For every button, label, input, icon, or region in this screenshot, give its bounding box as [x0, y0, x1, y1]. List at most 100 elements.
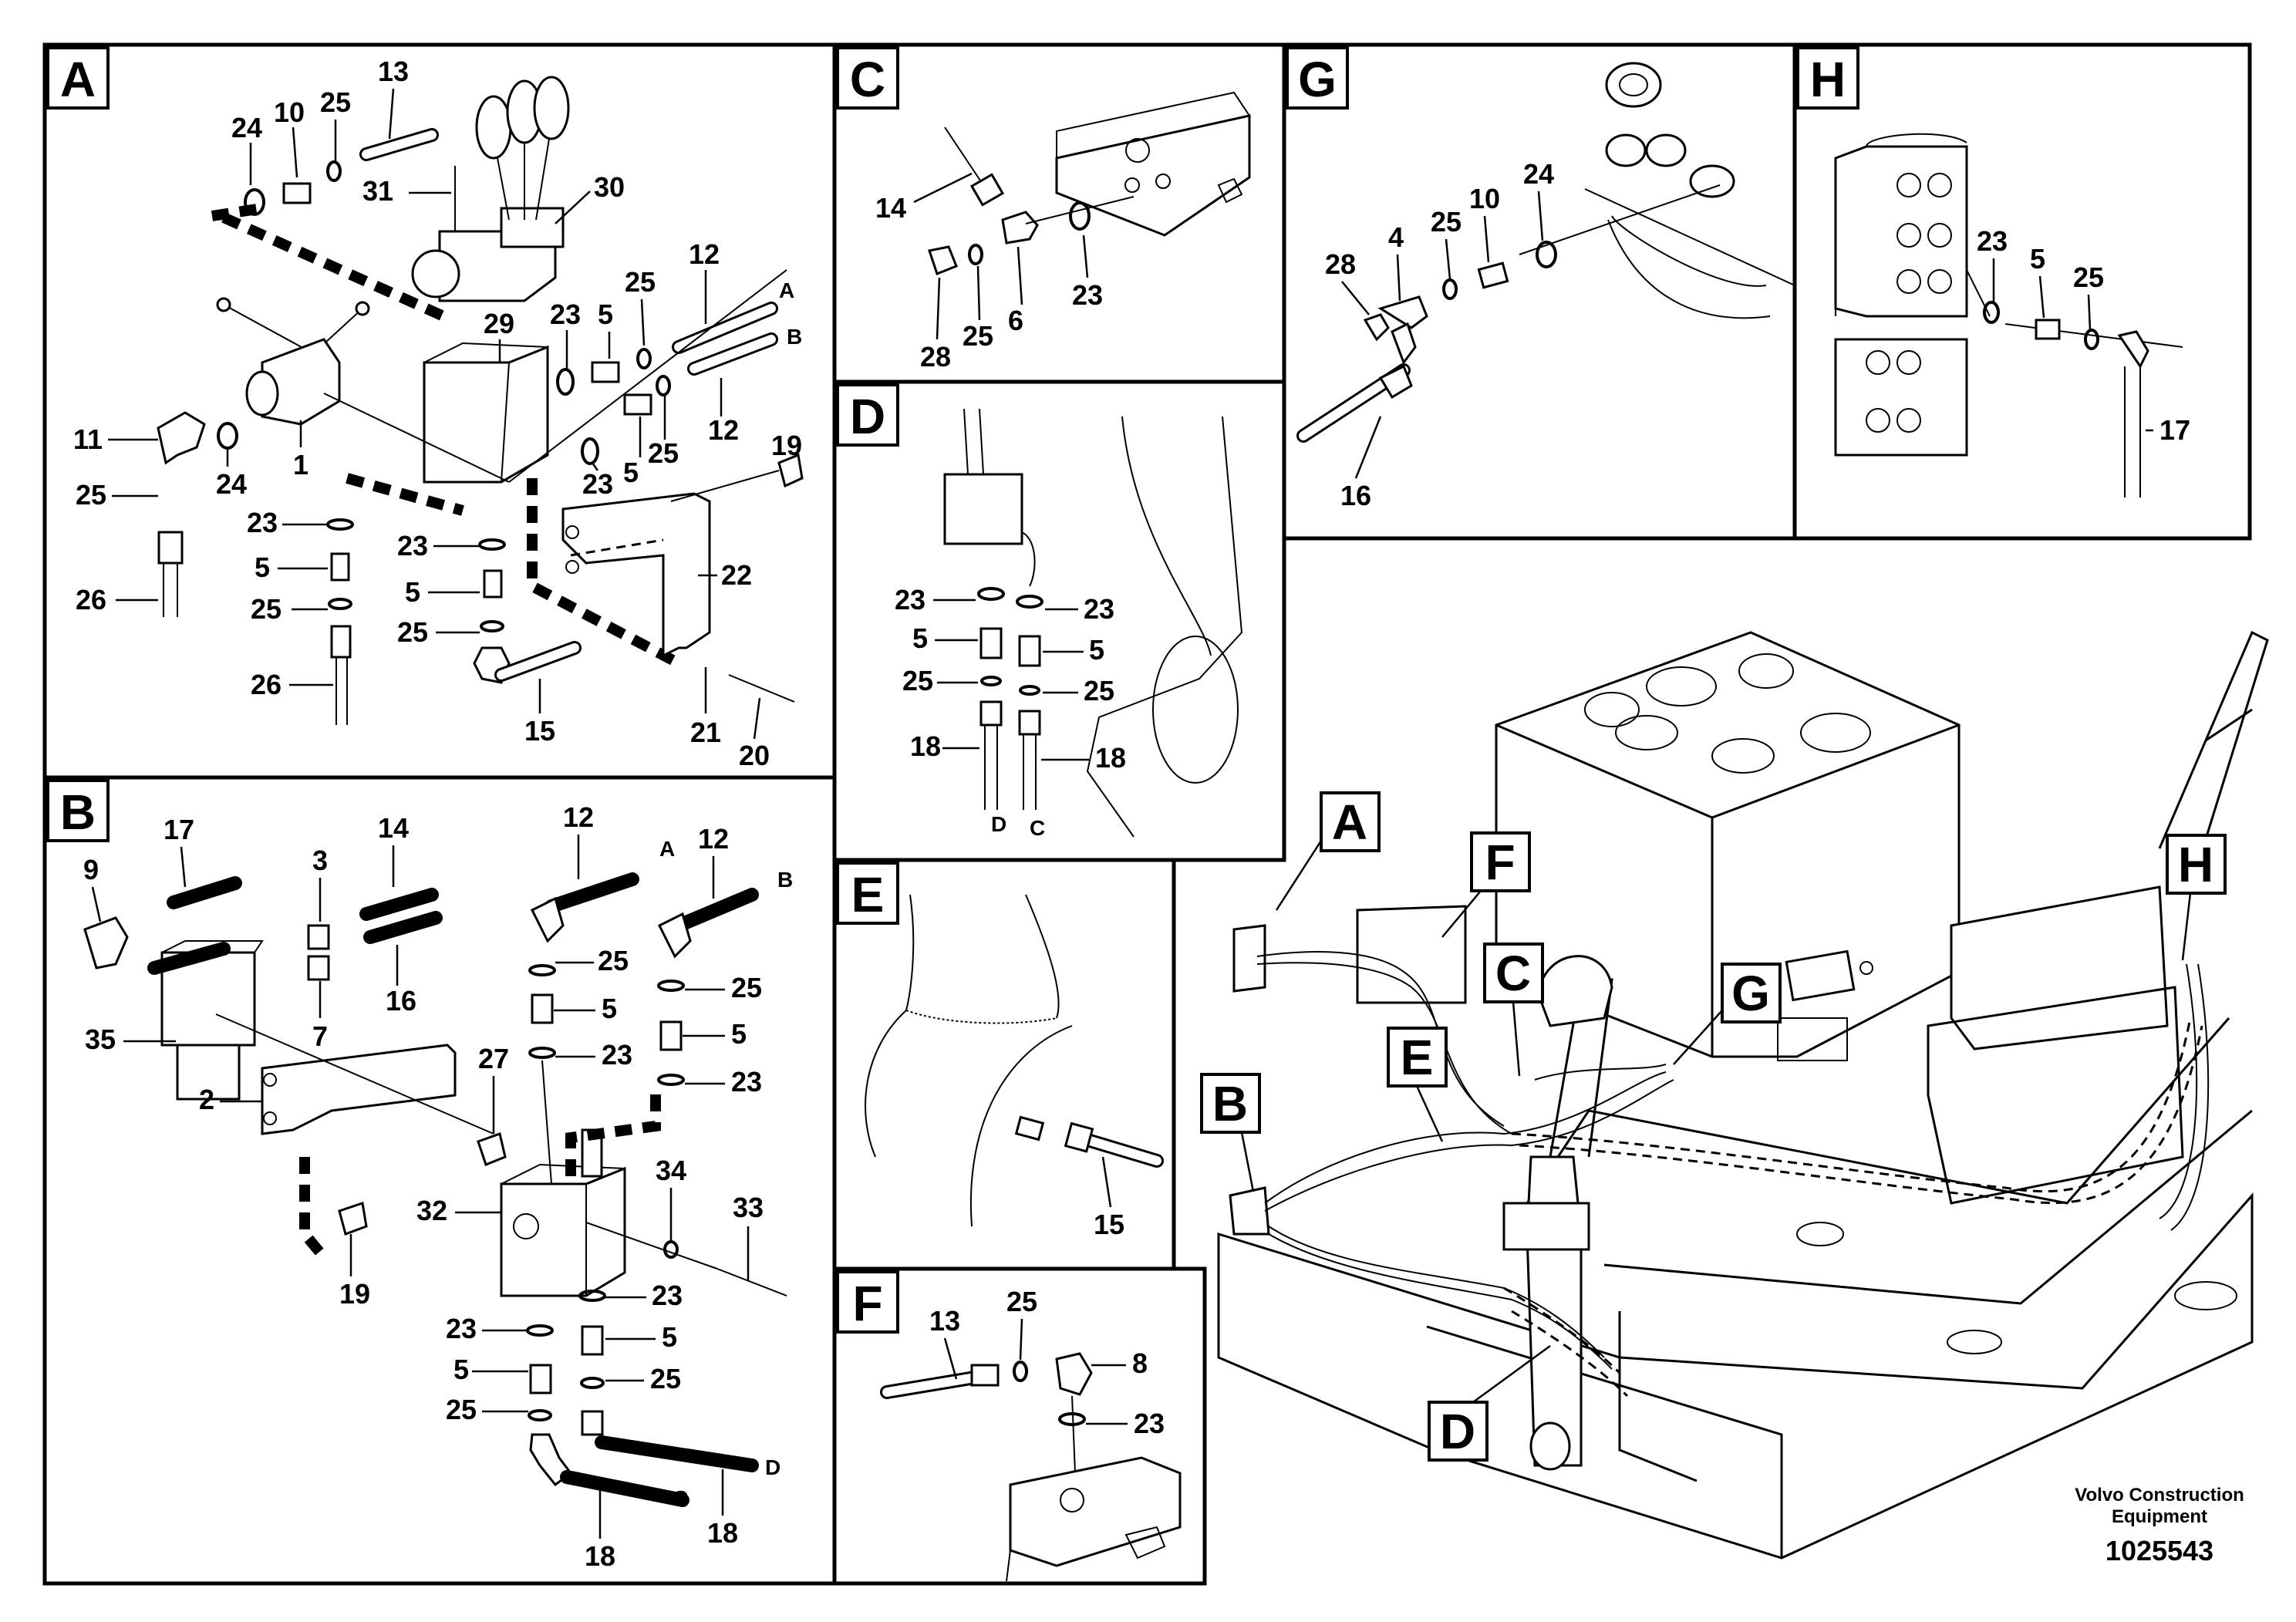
callout-number: 4 [1388, 221, 1404, 253]
callout-number: 25 [598, 945, 629, 976]
callout-number: 10 [274, 96, 305, 128]
callout-number: 25 [1431, 206, 1462, 238]
callout-number: 25 [2073, 261, 2104, 293]
view-tag-letter: B [60, 784, 96, 840]
panel-tag-a: A [46, 46, 110, 110]
callout-number: 15 [1094, 1209, 1124, 1240]
panel-d-callouts: 23 23 5 5 25 25 18 18 D C [895, 584, 1126, 840]
callout-number: 12 [708, 414, 739, 446]
callout-number: 27 [478, 1043, 509, 1074]
callout-number: 1 [293, 449, 308, 481]
callout-number: 25 [76, 479, 106, 511]
panel-c-callouts: 14 23 28 25 6 [875, 172, 1103, 373]
callout-number: 25 [251, 593, 282, 625]
callout-number: 5 [2030, 243, 2045, 275]
callout-number: 5 [602, 993, 617, 1024]
callout-number: 13 [378, 56, 409, 87]
view-tag-letter: H [1810, 52, 1846, 107]
callout-number: 23 [397, 530, 428, 561]
callout-number: 23 [895, 584, 925, 615]
panel-a-drawing [157, 76, 804, 725]
callout-number: 35 [85, 1023, 116, 1055]
callout-number: 32 [416, 1195, 447, 1226]
callout-number: 14 [378, 812, 409, 844]
panel-tag-c: C [836, 46, 899, 110]
panel-f-frame [832, 1266, 1207, 1586]
callout-number: 23 [582, 468, 613, 500]
view-tag-letter: F [852, 1276, 882, 1331]
drawing-number: 1025543 [2106, 1535, 2213, 1566]
callout-number: 5 [623, 457, 639, 488]
view-tag-letter: G [1298, 52, 1337, 107]
callout-number: 6 [1008, 305, 1023, 336]
view-tag-letter: E [851, 867, 885, 922]
view-tag-letter: D [1440, 1404, 1475, 1459]
callout-number: 13 [929, 1305, 960, 1337]
panel-g-drawing [1296, 62, 1795, 443]
callout-number: 2 [199, 1084, 214, 1115]
view-tag-letter: G [1731, 966, 1770, 1021]
callout-number: 33 [733, 1192, 764, 1223]
callout-number: 5 [662, 1321, 677, 1353]
panel-d-drawing [943, 408, 1243, 838]
callout-number: 25 [650, 1363, 681, 1394]
callout-number: 5 [912, 622, 928, 654]
callout-number: 25 [1006, 1286, 1037, 1317]
callout-number: D [765, 1455, 781, 1479]
callout-number: 24 [1523, 158, 1554, 190]
callout-number: A [659, 837, 675, 861]
callout-number: C [673, 1486, 688, 1510]
panel-b-callouts: 9 17 3 14 12 A 12 B 25 25 5 5 23 23 35 7… [83, 801, 793, 1572]
panel-h-drawing [1834, 133, 2183, 497]
callout-number: 18 [707, 1517, 738, 1549]
footer-company-line2: Equipment [2112, 1506, 2207, 1527]
callout-number: 17 [2159, 414, 2190, 446]
callout-number: 23 [446, 1313, 477, 1344]
panel-tag-f: F [836, 1270, 899, 1334]
callout-number: 5 [405, 576, 420, 608]
callout-number: 24 [216, 468, 247, 500]
panel-tag-b: B [46, 779, 110, 842]
callout-number: 5 [453, 1354, 469, 1385]
callout-number: 23 [652, 1280, 683, 1311]
callout-number: 5 [731, 1018, 747, 1050]
callout-number: 12 [563, 801, 594, 833]
callout-number: 23 [731, 1066, 762, 1098]
overview-tags: A F C G H E B D [1200, 791, 2227, 1462]
callout-number: 11 [73, 423, 103, 455]
view-tag-letter: A [1332, 794, 1367, 850]
callout-number: 23 [550, 298, 581, 330]
view-tag-letter: H [2178, 837, 2213, 892]
callout-number: 25 [902, 665, 933, 696]
callout-number: C [1030, 816, 1045, 840]
callout-number: 9 [83, 854, 99, 885]
view-tag-letter: C [1495, 946, 1531, 1001]
panel-f-drawing [880, 1352, 1182, 1582]
callout-number: 5 [598, 298, 613, 330]
callout-number: 7 [312, 1020, 328, 1052]
callout-number: 21 [690, 717, 721, 748]
footer-company-line1: Volvo Construction [2075, 1485, 2244, 1506]
footer-caption: Volvo Construction Equipment 1025543 [2075, 1485, 2244, 1566]
view-tag-letter: E [1401, 1030, 1434, 1085]
callout-number: 23 [247, 507, 278, 538]
callout-number: 25 [1084, 675, 1114, 706]
callout-number: 16 [1340, 480, 1371, 511]
callout-number: 34 [656, 1155, 686, 1186]
callout-number: 8 [1132, 1347, 1148, 1379]
callout-number: 22 [721, 559, 752, 591]
callout-number: 18 [910, 730, 941, 762]
callout-number: 16 [386, 985, 416, 1017]
callout-number: A [779, 278, 794, 302]
panel-e-callouts: 15 [1094, 1156, 1124, 1240]
callout-number: 25 [731, 972, 762, 1003]
callout-number: 25 [320, 86, 351, 118]
callout-number: 5 [255, 551, 270, 583]
callout-number: 5 [1089, 634, 1104, 666]
callout-number: B [777, 868, 793, 892]
callout-number: 17 [164, 814, 194, 845]
panel-g-callouts: 28 4 25 10 24 16 [1325, 158, 1554, 511]
panel-a-callouts: 24 10 25 13 31 30 12 A 25 5 23 29 B 12 2… [73, 56, 802, 771]
panel-h-callouts: 23 5 25 17 [1977, 225, 2190, 446]
